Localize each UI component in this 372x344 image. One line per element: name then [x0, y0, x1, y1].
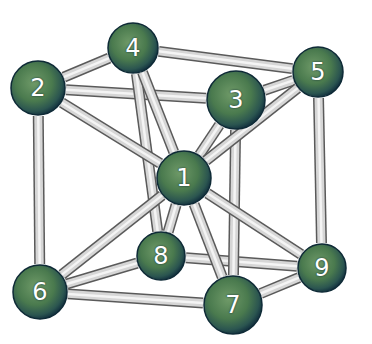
- bond-body: [168, 205, 176, 232]
- bond-outline: [194, 204, 222, 277]
- atom-sphere: 6: [12, 264, 68, 320]
- bond-highlight: [194, 204, 222, 277]
- bond-outline: [159, 51, 292, 68]
- bond-outline: [168, 205, 176, 232]
- bond-highlight: [68, 294, 203, 303]
- atom-number: 7: [203, 275, 263, 335]
- sphere-fill: [11, 61, 65, 115]
- bond-rod: [319, 98, 322, 243]
- sphere-fill: [137, 232, 185, 280]
- sphere-fill: [108, 23, 158, 73]
- bond-outline: [233, 130, 235, 275]
- bond-outline: [186, 258, 297, 266]
- bond-highlight: [64, 58, 109, 77]
- atom-number: 2: [10, 60, 66, 116]
- bond-highlight: [62, 103, 160, 164]
- atom-number: 6: [12, 264, 68, 320]
- bond-rod: [233, 130, 235, 275]
- bond-body: [319, 98, 322, 243]
- bond-body: [38, 116, 39, 264]
- bond-highlight: [159, 51, 292, 68]
- bond-body: [233, 130, 235, 275]
- bond-outline: [38, 116, 39, 264]
- atom-sphere: 8: [136, 231, 186, 281]
- atom-sphere: 2: [10, 60, 66, 116]
- bond-body: [194, 204, 222, 277]
- bond-outline: [64, 58, 109, 77]
- bond-highlight: [261, 278, 299, 294]
- bond-outline: [68, 294, 203, 303]
- bond-body: [186, 258, 297, 266]
- sphere-fill: [207, 71, 265, 129]
- bond-rod: [261, 278, 299, 294]
- atom-sphere: 7: [203, 275, 263, 335]
- sphere-fill: [293, 47, 343, 97]
- sphere-fill: [13, 265, 67, 319]
- bond-highlight: [233, 130, 235, 275]
- atom-sphere: 9: [297, 243, 347, 293]
- bond-rod: [38, 116, 39, 264]
- atom-sphere: 4: [107, 22, 159, 74]
- bond-rod: [186, 258, 297, 266]
- bond-outline: [319, 98, 322, 243]
- bond-body: [159, 51, 292, 68]
- bond-rod: [207, 193, 301, 254]
- atom-number: 3: [206, 70, 266, 130]
- atom-number: 4: [107, 22, 159, 74]
- atom-sphere: 5: [292, 46, 344, 98]
- sphere-fill: [298, 244, 346, 292]
- atom-number: 9: [297, 243, 347, 293]
- sphere-fill: [157, 151, 211, 205]
- bond-highlight: [207, 193, 301, 254]
- bond-rod: [68, 294, 203, 303]
- bond-outline: [261, 278, 299, 294]
- atom-sphere: 1: [156, 150, 212, 206]
- atom-number: 5: [292, 46, 344, 98]
- bond-highlight: [142, 72, 173, 152]
- bond-rod: [159, 51, 292, 68]
- bond-rod: [62, 103, 160, 164]
- bond-highlight: [38, 116, 39, 264]
- sphere-fill: [204, 276, 262, 334]
- bond-rod: [194, 204, 222, 277]
- bond-outline: [142, 72, 173, 152]
- atom-number: 8: [136, 231, 186, 281]
- bond-body: [142, 72, 173, 152]
- bond-rod: [64, 58, 109, 77]
- bond-outline: [207, 193, 301, 254]
- atom-sphere: 3: [206, 70, 266, 130]
- bond-body: [62, 103, 160, 164]
- bond-outline: [62, 103, 160, 164]
- bond-highlight: [319, 98, 322, 243]
- bond-body: [207, 193, 301, 254]
- bond-rod: [168, 205, 176, 232]
- bond-body: [64, 58, 109, 77]
- bond-body: [261, 278, 299, 294]
- bond-highlight: [186, 258, 297, 266]
- bond-body: [68, 294, 203, 303]
- bond-highlight: [168, 205, 176, 232]
- atom-number: 1: [156, 150, 212, 206]
- bond-rod: [142, 72, 173, 152]
